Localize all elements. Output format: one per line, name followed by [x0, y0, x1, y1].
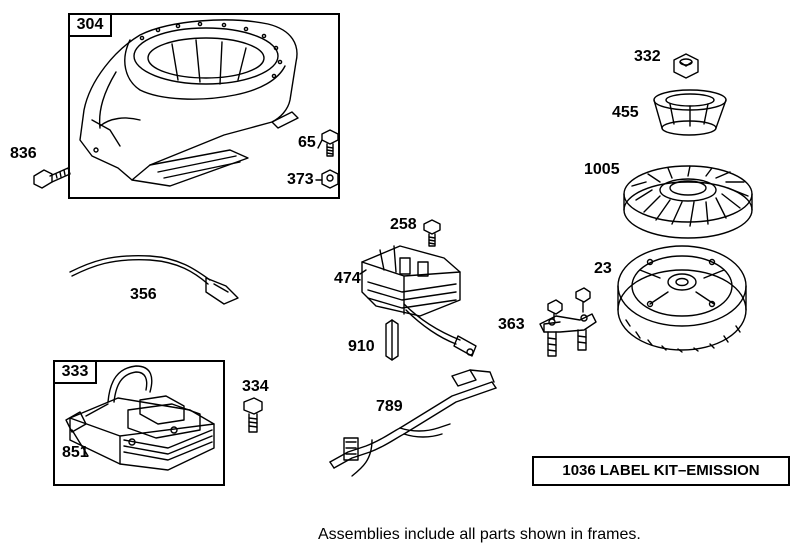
part-label-910: 910	[348, 338, 375, 355]
screw-334-illustration	[243, 397, 263, 433]
part-label-304: 304	[68, 13, 112, 37]
fan-1005-illustration	[623, 165, 753, 239]
part-label-1005: 1005	[584, 161, 620, 178]
part-label-789: 789	[376, 398, 403, 415]
part-label-851: 851	[62, 444, 89, 461]
wire-harness-789-illustration	[329, 369, 497, 477]
part-label-258: 258	[390, 216, 417, 233]
bracket-363-illustration	[539, 287, 597, 357]
part-label-363: 363	[498, 316, 525, 333]
armature-assembly-illustration	[65, 365, 215, 471]
screw-836-illustration	[33, 167, 71, 189]
label-kit-box: 1036 LABEL KIT–EMISSION	[532, 456, 790, 486]
part-label-334: 334	[242, 378, 269, 395]
nut-332-illustration	[673, 53, 699, 79]
screw-258-illustration	[423, 219, 441, 247]
frame-304	[68, 13, 340, 199]
part-label-836: 836	[10, 145, 37, 162]
ground-wire-356-illustration	[69, 254, 239, 305]
starter-cup-455-illustration	[653, 89, 727, 136]
blower-housing-illustration	[79, 19, 299, 187]
part-label-333: 333	[53, 360, 97, 384]
spacer-910-illustration	[385, 319, 399, 361]
part-label-332: 332	[634, 48, 661, 65]
leader-lines	[71, 139, 367, 457]
part-label-23: 23	[594, 260, 612, 277]
part-label-373: 373	[287, 171, 314, 188]
flywheel-23-illustration	[617, 245, 747, 353]
part-label-455: 455	[612, 104, 639, 121]
alternator-474-illustration	[361, 245, 477, 357]
part-label-356: 356	[130, 286, 157, 303]
frame-333	[53, 360, 225, 486]
part-label-474: 474	[334, 270, 361, 287]
caption: Assemblies include all parts shown in fr…	[318, 526, 641, 543]
part-label-65: 65	[298, 134, 316, 151]
